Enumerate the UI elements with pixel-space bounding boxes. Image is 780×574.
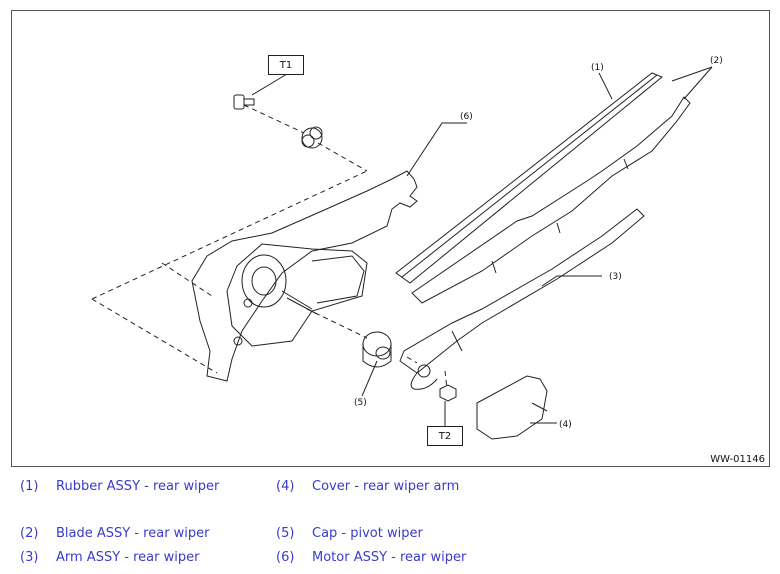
legend-number: (4) bbox=[276, 479, 295, 494]
legend-number: (5) bbox=[276, 526, 295, 541]
legend-item: (4) Cover - rear wiper arm bbox=[276, 479, 459, 494]
diagram-drawing: (1) (2) (3) (4) (5) (6) bbox=[91, 56, 723, 440]
callout-3: (3) bbox=[609, 272, 622, 282]
motor-body bbox=[226, 243, 368, 347]
callout-2: (2) bbox=[710, 56, 723, 66]
callout-6: (6) bbox=[460, 112, 473, 122]
motor-bracket bbox=[191, 170, 418, 382]
legend-item: (1) Rubber ASSY - rear wiper bbox=[20, 479, 219, 494]
wiper-rubber bbox=[395, 72, 663, 284]
grommet bbox=[301, 126, 323, 149]
callout-1: (1) bbox=[591, 63, 604, 73]
legend-text: Blade ASSY - rear wiper bbox=[56, 526, 210, 541]
nut-t2 bbox=[439, 384, 457, 402]
legend-item: (3) Arm ASSY - rear wiper bbox=[20, 550, 199, 565]
callout-5: (5) bbox=[354, 398, 367, 408]
exploded-parts-diagram: (1) (2) (3) (4) (5) (6) T1 T2 WW-01146 bbox=[11, 10, 770, 467]
legend-text: Arm ASSY - rear wiper bbox=[56, 550, 200, 565]
legend-text: Cover - rear wiper arm bbox=[312, 479, 460, 494]
pivot-cap bbox=[362, 331, 392, 368]
bolt-t1 bbox=[233, 94, 255, 110]
legend-text: Motor ASSY - rear wiper bbox=[312, 550, 467, 565]
legend-item: (2) Blade ASSY - rear wiper bbox=[20, 526, 210, 541]
torque-label-t1: T1 bbox=[268, 55, 304, 75]
legend-number: (3) bbox=[20, 550, 39, 565]
legend-number: (6) bbox=[276, 550, 295, 565]
legend-number: (2) bbox=[20, 526, 39, 541]
callout-4: (4) bbox=[559, 420, 572, 430]
torque-label-t2: T2 bbox=[427, 426, 463, 446]
legend-number: (1) bbox=[20, 479, 39, 494]
legend-text: Rubber ASSY - rear wiper bbox=[56, 479, 220, 494]
wiper-arm bbox=[399, 208, 645, 374]
legend-text: Cap - pivot wiper bbox=[312, 526, 423, 541]
legend-item: (5) Cap - pivot wiper bbox=[276, 526, 423, 541]
figure-id: WW-01146 bbox=[710, 454, 765, 465]
arm-cover bbox=[476, 375, 548, 440]
assembly-guide-lines bbox=[91, 104, 448, 390]
legend-item: (6) Motor ASSY - rear wiper bbox=[276, 550, 466, 565]
callout-leaders bbox=[251, 66, 713, 427]
wiper-blade bbox=[411, 96, 691, 304]
